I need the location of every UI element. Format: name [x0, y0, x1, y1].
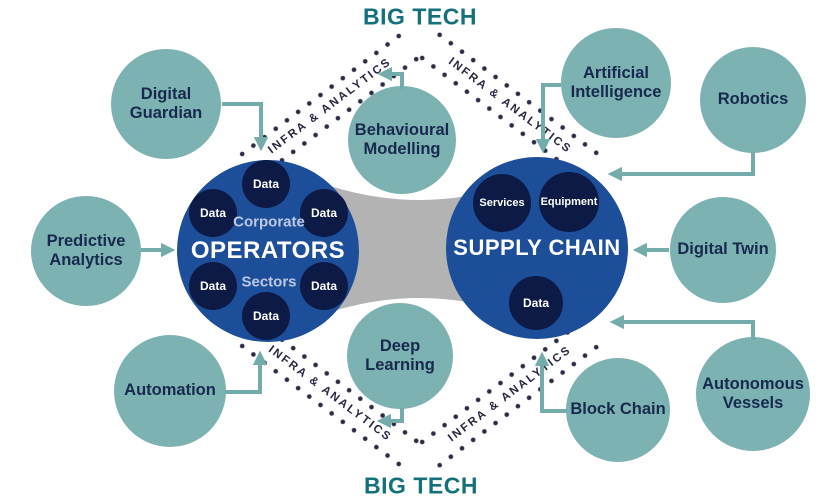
operators-data-node: Data — [300, 262, 348, 310]
operators-data-node: Data — [189, 189, 237, 237]
data-node-label: Data — [252, 309, 279, 323]
supply-chain-services-node: Services — [473, 174, 531, 232]
operators-data-node: Data — [300, 189, 348, 237]
supply-chain-equipment-node: Equipment — [539, 172, 599, 232]
equipment-node-label: Equipment — [540, 196, 598, 208]
arrow-autonomous-vessels-to-supply-chain — [609, 314, 755, 340]
operators-corporate-label: Corporate — [233, 213, 305, 231]
satellite-label: Digital Guardian — [129, 84, 203, 122]
satellite-block-chain: Block Chain — [566, 358, 670, 462]
title-big-tech-top: BIG TECH — [363, 3, 477, 30]
data-node-label: Data — [310, 206, 337, 220]
supply-chain-data-node: Data — [509, 276, 563, 330]
satellite-deep-learning: Deep Learning — [347, 303, 453, 409]
satellite-robotics: Robotics — [700, 47, 806, 153]
satellite-label: Automation — [124, 381, 216, 400]
data-node-label: Data — [199, 279, 226, 293]
satellite-label: Digital Twin — [677, 240, 769, 259]
satellite-digital-guardian: Digital Guardian — [111, 49, 221, 159]
satellite-label: Robotics — [717, 90, 789, 109]
satellite-autonomous-vessels: Autonomous Vessels — [696, 337, 810, 451]
services-node-label: Services — [479, 197, 525, 209]
satellite-behavioural-modelling: Behavioural Modelling — [348, 86, 456, 194]
operators-sectors-label: Sectors — [241, 273, 297, 291]
satellite-label: Autonomous Vessels — [702, 374, 804, 412]
data-node-label: Data — [310, 279, 337, 293]
satellite-label: Block Chain — [570, 400, 666, 419]
hub-supply-chain: Services Equipment Data SUPPLY CHAIN — [446, 157, 628, 339]
operators-label: OPERATORS — [190, 237, 346, 264]
satellite-label: Predictive Analytics — [46, 231, 126, 269]
operators-data-node: Data — [189, 262, 237, 310]
arrow-robotics-to-supply-chain — [607, 152, 755, 182]
operators-data-node: Data — [242, 160, 290, 208]
title-big-tech-bottom: BIG TECH — [364, 472, 478, 499]
data-node-label: Data — [252, 177, 279, 191]
supply-chain-label: SUPPLY CHAIN — [453, 235, 621, 260]
data-node-label: Data — [199, 206, 226, 220]
operators-data-node: Data — [242, 292, 290, 340]
satellite-automation: Automation — [114, 335, 226, 447]
satellite-label: Artificial Intelligence — [570, 63, 662, 101]
satellite-label: Deep Learning — [365, 336, 435, 374]
satellite-predictive-analytics: Predictive Analytics — [31, 196, 141, 306]
arrow-automation-to-operators — [225, 350, 268, 394]
satellite-artificial-intelligence: Artificial Intelligence — [561, 28, 671, 138]
data-node-label: Data — [522, 296, 549, 310]
satellite-label: Behavioural Modelling — [354, 120, 450, 158]
satellite-digital-twin: Digital Twin — [670, 197, 776, 303]
hub-operators: Data Data Data Data Data Data Corporate … — [177, 160, 359, 342]
